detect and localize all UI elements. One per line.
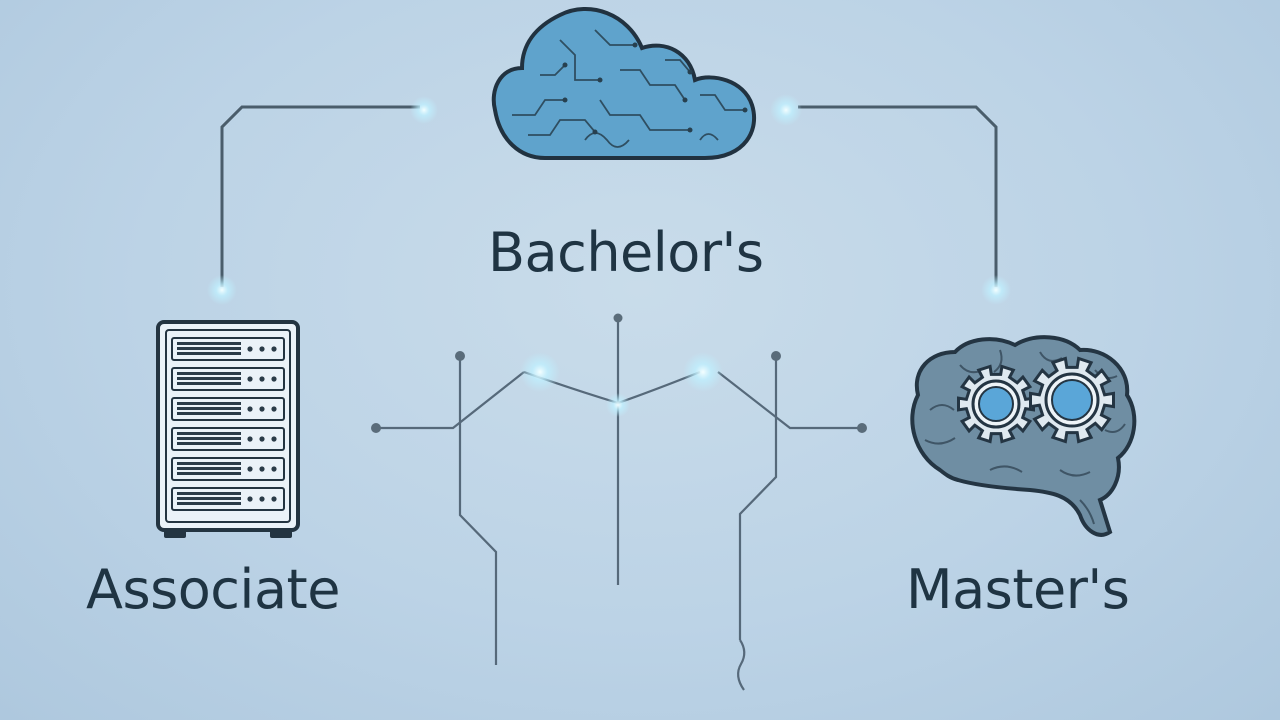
bachelor-label: Bachelor's — [488, 221, 764, 284]
server-vent — [177, 372, 241, 375]
server-vent — [177, 492, 241, 495]
server-units — [171, 337, 285, 511]
server-vent — [177, 462, 241, 465]
server-led — [271, 496, 277, 502]
server-led — [259, 376, 265, 382]
server-led — [271, 436, 277, 442]
server-vent — [177, 352, 241, 355]
server-vent — [177, 382, 241, 385]
server-led — [271, 466, 277, 472]
master-label: Master's — [906, 558, 1130, 621]
server-vent — [177, 412, 241, 415]
server-vent — [177, 497, 241, 500]
server-led — [271, 346, 277, 352]
central-circuit — [376, 318, 862, 691]
server-vent — [177, 402, 241, 405]
server-vent — [177, 442, 241, 445]
server-vent — [177, 432, 241, 435]
associate-label: Associate — [86, 558, 340, 621]
server-led — [259, 436, 265, 442]
server-led — [259, 406, 265, 412]
server-vent — [177, 502, 241, 505]
gear-core — [978, 386, 1014, 422]
server-led — [247, 346, 253, 352]
server-vent — [177, 437, 241, 440]
server-led — [247, 436, 253, 442]
server-led — [247, 496, 253, 502]
server-vent — [177, 472, 241, 475]
server-led — [259, 466, 265, 472]
connector-left-top — [220, 105, 420, 287]
server-led — [271, 406, 277, 412]
server-led — [259, 496, 265, 502]
connector-right-top — [798, 105, 998, 287]
server-vent — [177, 342, 241, 345]
server-vent — [177, 467, 241, 470]
server-led — [247, 406, 253, 412]
server-vent — [177, 377, 241, 380]
glow-points — [207, 94, 1011, 417]
server-led — [247, 376, 253, 382]
server-vent — [177, 407, 241, 410]
server-led — [259, 346, 265, 352]
gear-core — [1051, 379, 1093, 421]
cloud-circuit-icon — [491, 7, 757, 160]
circuit-nodes — [371, 313, 867, 433]
brain-gears-icon — [910, 335, 1137, 537]
gears — [957, 356, 1115, 444]
server-vent — [177, 347, 241, 350]
server-led — [271, 376, 277, 382]
server-led — [247, 466, 253, 472]
